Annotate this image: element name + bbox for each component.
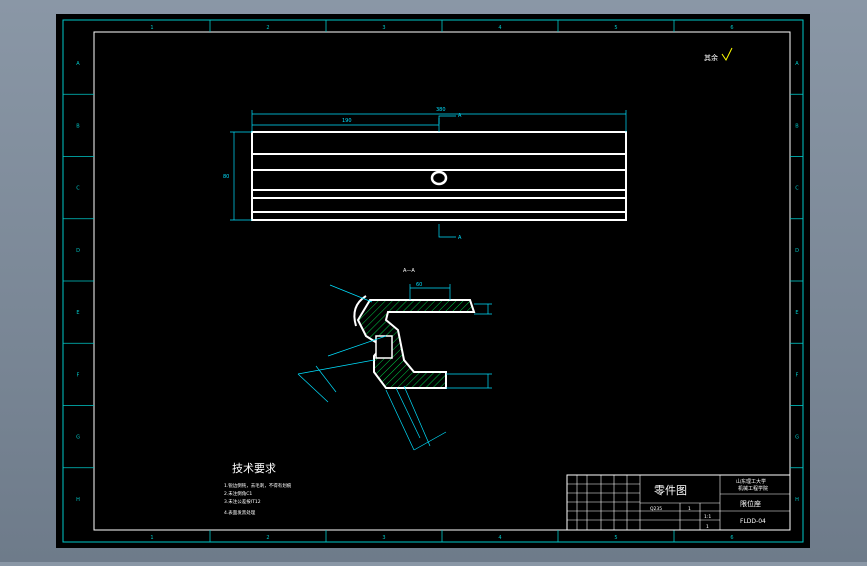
zone-column-label: 3 xyxy=(382,535,385,541)
material: Q235 xyxy=(650,506,662,512)
zone-column-label: 4 xyxy=(498,25,501,31)
drawing-sheet xyxy=(56,14,810,548)
zone-row-label: D xyxy=(76,248,80,254)
dim-total-length: 380 xyxy=(436,107,446,113)
zone-row-label: A xyxy=(795,61,799,67)
top-view: 380 190 80 A A xyxy=(223,107,627,241)
zone-column-label: 2 xyxy=(266,535,269,541)
zone-column-label: 5 xyxy=(614,25,617,31)
zone-row-label: C xyxy=(76,186,80,192)
tech-title: 技术要求 xyxy=(232,462,276,475)
section-label: A—A xyxy=(403,268,415,274)
zone-row-label: C xyxy=(795,186,799,192)
zone-row-label: B xyxy=(795,123,799,129)
dim-half-length: 190 xyxy=(342,118,352,124)
section-mark-bottom: A xyxy=(458,235,462,241)
zone-grid xyxy=(63,20,803,542)
zone-row-label: F xyxy=(796,372,799,378)
technical-requirements: 技术要求 1.锐边倒钝，去毛刺，不得有划痕 2.未注倒角C1 3.未注公差按IT… xyxy=(224,462,292,516)
zone-row-label: D xyxy=(795,248,799,254)
department: 机械工程学院 xyxy=(738,485,768,492)
zone-column-label: 6 xyxy=(730,25,733,31)
dim-section-top: 60 xyxy=(416,282,422,288)
sheet-number: 1 xyxy=(706,524,709,530)
zone-row-label: B xyxy=(76,123,80,129)
zone-column-label: 4 xyxy=(498,535,501,541)
zone-row-label: H xyxy=(795,497,799,503)
roughness-label: 其余 xyxy=(704,53,718,62)
dim-height: 80 xyxy=(223,174,229,180)
zone-column-label: 2 xyxy=(266,25,269,31)
title-block: 零件图 山东理工大学 机械工程学院 限位座 FLDD-04 Q235 1 1:1… xyxy=(566,474,791,531)
school-name: 山东理工大学 xyxy=(736,478,766,485)
section-view: A—A xyxy=(297,268,492,451)
tech-line: 1.锐边倒钝，去毛刺，不得有划痕 xyxy=(224,482,292,489)
zone-row-label: A xyxy=(76,61,80,67)
tech-line: 2.未注倒角C1 xyxy=(224,490,252,497)
tech-line: 4.表面发黑处理 xyxy=(224,509,256,516)
part-name: 限位座 xyxy=(740,499,761,508)
zone-row-label: G xyxy=(76,435,80,441)
zone-row-label: F xyxy=(77,372,80,378)
scale: 1:1 xyxy=(704,514,711,520)
zone-row-label: H xyxy=(76,497,80,503)
drawing-number: FLDD-04 xyxy=(740,518,766,525)
section-mark-top: A xyxy=(458,113,462,119)
center-hole xyxy=(430,170,448,186)
zone-column-label: 3 xyxy=(382,25,385,31)
zone-column-label: 5 xyxy=(614,535,617,541)
zone-row-label: G xyxy=(795,435,799,441)
zone-column-label: 6 xyxy=(730,535,733,541)
roughness-symbol: 其余 xyxy=(704,47,733,62)
drawing-type: 零件图 xyxy=(654,484,687,497)
zone-row-label: E xyxy=(76,310,79,316)
quantity: 1 xyxy=(688,506,691,512)
tech-line: 3.未注公差按IT12 xyxy=(224,498,261,505)
zone-column-label: 1 xyxy=(150,25,153,31)
zone-row-label: E xyxy=(795,310,798,316)
zone-column-label: 1 xyxy=(150,535,153,541)
